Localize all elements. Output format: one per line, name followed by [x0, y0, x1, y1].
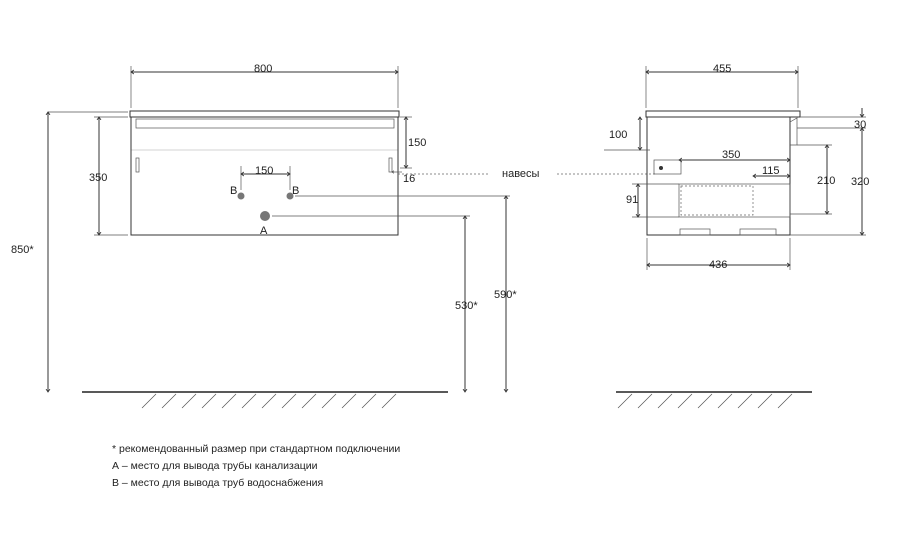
- dim-side-body-height: 320: [851, 176, 869, 188]
- note-recommended: * рекомендованный размер при стандартном…: [112, 443, 401, 455]
- dim-supply-height: 590*: [494, 289, 517, 301]
- note-drain: А – место для вывода трубы канализации: [112, 460, 318, 472]
- side-view: 455 436 100 350 115 91 30 210: [604, 63, 869, 409]
- dim-cutout-height: 210: [817, 175, 835, 187]
- supply-label-left: B: [230, 185, 237, 197]
- floor-hatch-side: [617, 393, 793, 409]
- front-view: B B A 800 850* 350 150 16 150 530*: [11, 63, 655, 409]
- notes-block: * рекомендованный размер при стандартном…: [112, 441, 400, 492]
- dim-width: 800: [254, 63, 272, 75]
- dim-top-thickness: 30: [854, 119, 866, 131]
- dim-depth-bottom: 436: [709, 259, 727, 271]
- dim-cutout-width: 350: [722, 149, 740, 161]
- drain-outlet: [260, 211, 270, 221]
- note-supply: В – место для вывода труб водоснабжения: [112, 477, 324, 489]
- dim-hinge-offset: 16: [403, 173, 415, 185]
- dim-body-height: 350: [89, 172, 107, 184]
- dim-top-offset: 150: [408, 137, 426, 149]
- side-hinge-icon: [653, 159, 682, 175]
- front-drawer-band: [135, 118, 395, 129]
- dim-drawer-height: 91: [626, 194, 638, 206]
- front-countertop: [129, 110, 400, 118]
- dim-cutout-inner: 115: [762, 165, 780, 177]
- dim-depth-top: 455: [713, 63, 731, 75]
- drain-label: A: [260, 225, 268, 237]
- dim-total-height: 850*: [11, 244, 34, 256]
- hinge-right-icon: [388, 157, 393, 173]
- front-cabinet-body: [130, 116, 399, 236]
- floor-hatch-front: [141, 393, 397, 409]
- supply-label-right: B: [292, 185, 299, 197]
- side-countertop: [645, 110, 801, 118]
- dim-drain-height: 530*: [455, 300, 478, 312]
- hinges-label: навесы: [502, 168, 540, 180]
- supply-outlet-right: [286, 192, 294, 200]
- dim-top-drop: 100: [609, 129, 627, 141]
- hinge-left-icon: [135, 157, 140, 173]
- dim-supply-spacing: 150: [255, 165, 273, 177]
- supply-outlet-left: [237, 192, 245, 200]
